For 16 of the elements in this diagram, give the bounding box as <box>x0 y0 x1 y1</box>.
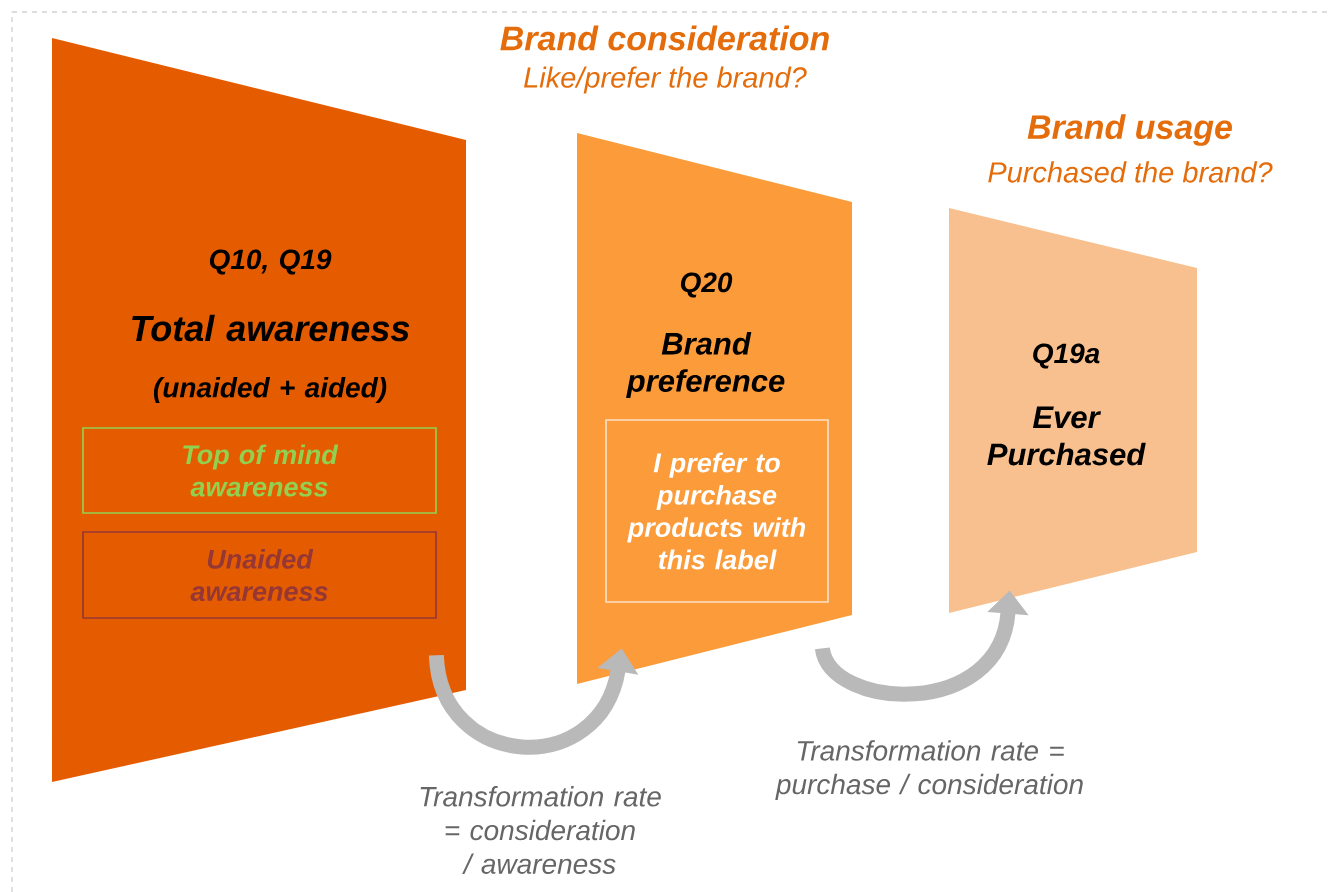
question-code: Q20 <box>680 272 733 298</box>
edge-label: Transformation rate = purchase / consideration <box>775 740 1083 800</box>
note-box: Unaided awareness <box>82 531 437 619</box>
stage-title: Total awareness <box>132 314 410 342</box>
stage-heading: Brand consideration <box>500 25 829 51</box>
stage-question: Like/prefer the brand? <box>524 66 807 94</box>
stage-question: Purchased the brand? <box>988 161 1273 183</box>
question-code: Q10, Q19 <box>209 249 332 275</box>
edge-label: Transformation rate = consideration / awareness <box>420 786 661 874</box>
note-box: I prefer to purchase products with this label <box>605 419 829 603</box>
stage-heading: Brand usage <box>1027 114 1232 146</box>
question-code: Q19a <box>1033 343 1100 369</box>
stage-title: Brand preference <box>626 332 785 399</box>
stage-title: Ever Purchased <box>987 406 1146 466</box>
note-box: Top of mind awareness <box>82 427 437 514</box>
stage-subtitle: (unaided + aided) <box>153 376 387 404</box>
